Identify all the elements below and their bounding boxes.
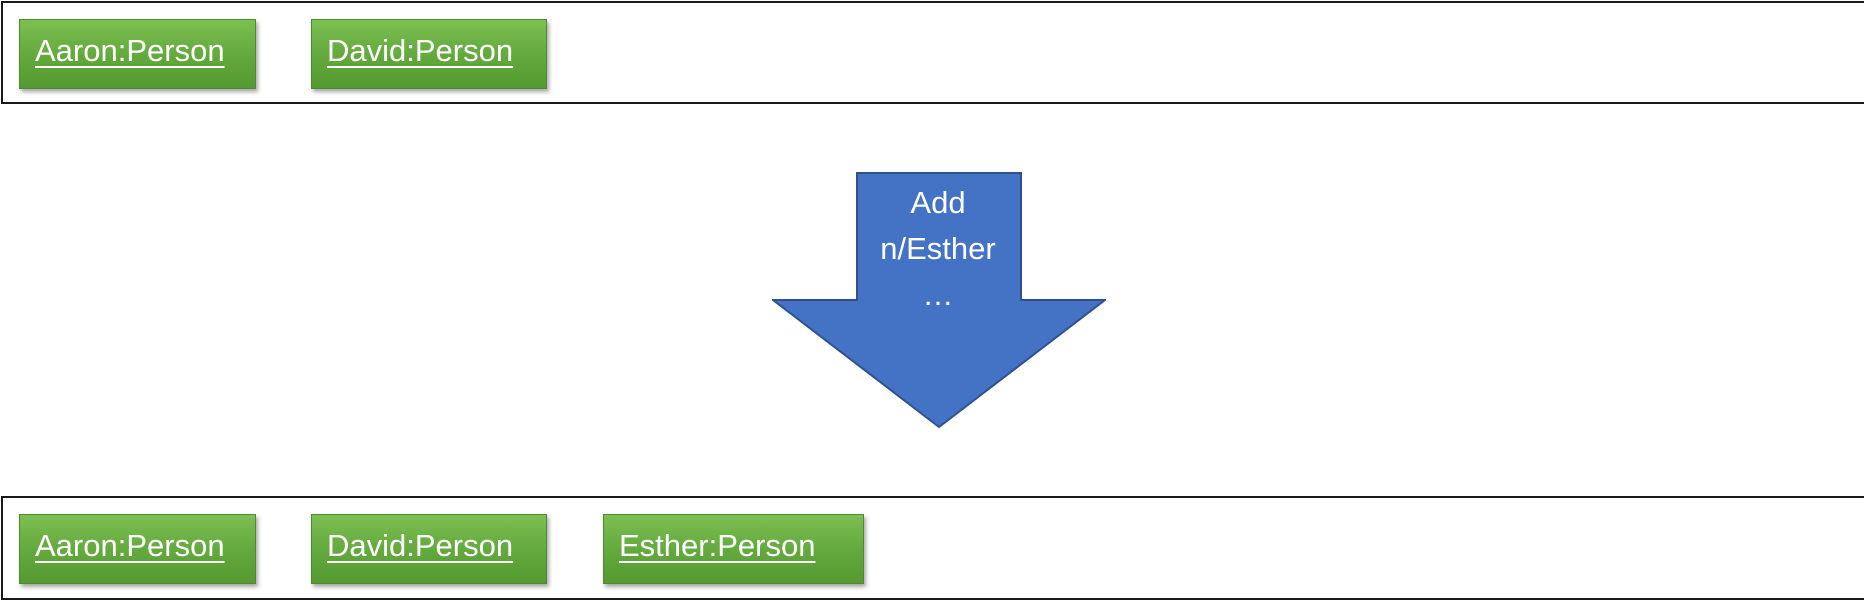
object-label: Aaron:Person <box>35 528 225 563</box>
object-label: Esther:Person <box>619 528 816 563</box>
object-label: David:Person <box>327 33 514 68</box>
object-box-aaron-before: Aaron:Person <box>19 19 256 89</box>
command-line-3: … <box>922 277 954 312</box>
after-state-panel <box>1 496 1864 600</box>
object-label: Aaron:Person <box>35 33 225 68</box>
command-line-1: Add <box>910 185 966 220</box>
command-arrow-icon <box>772 172 1106 429</box>
command-label: Add n/Esther … <box>858 180 1018 318</box>
object-box-david-before: David:Person <box>311 19 547 89</box>
object-label: David:Person <box>327 528 514 563</box>
object-box-aaron-after: Aaron:Person <box>19 514 256 584</box>
object-box-david-after: David:Person <box>311 514 547 584</box>
command-line-2: n/Esther <box>880 231 996 266</box>
object-box-esther-after: Esther:Person <box>603 514 864 584</box>
before-state-panel <box>1 1 1864 104</box>
